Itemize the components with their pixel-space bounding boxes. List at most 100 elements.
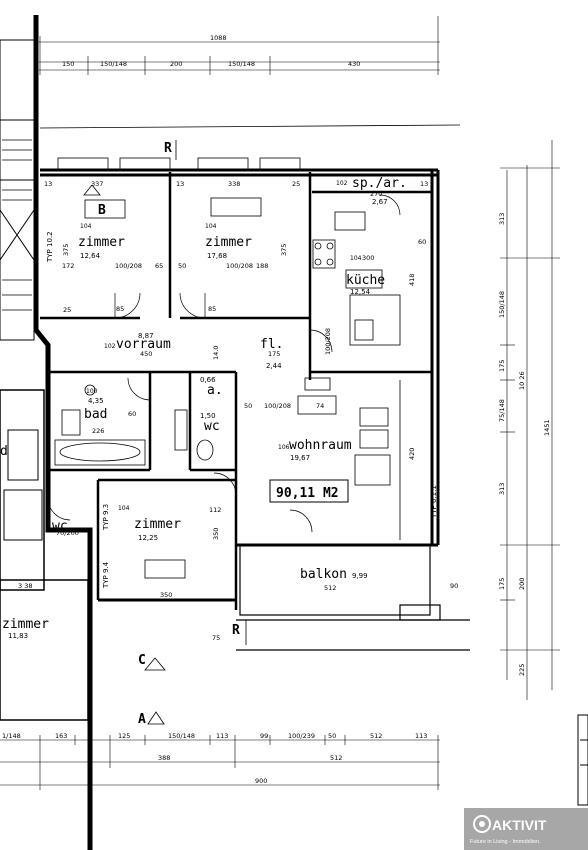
- windows-top: [39, 124, 461, 171]
- dimension-lines-right: [500, 140, 560, 700]
- dim-74: 74: [316, 402, 324, 410]
- dim-112: 112: [209, 506, 221, 514]
- dim-75: 75: [212, 634, 220, 642]
- dim-418: 418: [408, 274, 416, 286]
- dim-right-6: 175: [498, 578, 506, 590]
- dim-512: 512: [324, 584, 336, 592]
- room-id-zimmer-mid: 104: [205, 223, 217, 230]
- type-label-1: TYP 10.2: [46, 231, 54, 263]
- dim-100-208d: 100/208: [264, 402, 291, 410]
- dim-50: 50: [178, 262, 186, 270]
- dim-100-208b: 100/208: [226, 262, 253, 270]
- room-name-sp-ar: sp./ar.: [352, 176, 407, 191]
- dim-25: 25: [63, 306, 71, 314]
- dim-bot-7: 100/239: [288, 732, 315, 740]
- dim-right-total: 10 26: [518, 371, 526, 390]
- section-mark-b: B: [98, 203, 106, 218]
- dim-top-5: 430: [348, 60, 360, 68]
- staircase: [2, 139, 32, 311]
- dim-100-208a: 100/208: [115, 262, 142, 270]
- dim-70-200: 70/200: [56, 529, 79, 537]
- dim-bot-row2-2: 512: [330, 754, 342, 762]
- room-name-fl: fl.: [260, 337, 283, 352]
- room-name-wc-left: wc: [52, 519, 68, 534]
- dim-bot-4: 150/148: [168, 732, 195, 740]
- room-name-zimmer-left: zimmer: [78, 235, 125, 250]
- section-mark-c: C: [138, 653, 146, 668]
- section-mark-r-top: R: [164, 141, 172, 156]
- dim-inner-338: 338: [228, 180, 240, 188]
- room-id-bad: 100: [86, 388, 98, 395]
- dim-bot-10: 113: [415, 732, 427, 740]
- dim-inner-337: 337: [91, 180, 103, 188]
- dim-inner-13c: 13: [420, 180, 428, 188]
- dim-375a: 375: [62, 244, 70, 256]
- dim-top-1: 150: [62, 60, 74, 68]
- room-name-wohnraum: wohnraum: [289, 438, 352, 453]
- room-area-fl: 2,44: [266, 362, 282, 370]
- watermark-brand: AKTIVIT: [492, 817, 547, 833]
- dim-375b: 375: [280, 244, 288, 256]
- room-area-a: 0,66: [200, 376, 216, 384]
- total-area-box: [269, 479, 349, 503]
- room-area-balkon: 9,99: [352, 572, 368, 580]
- bathroom-fittings: [54, 384, 214, 466]
- dim-inner-25: 25: [292, 180, 300, 188]
- section-markers: [83, 140, 247, 725]
- bedroom-furniture: [84, 197, 262, 579]
- kitchen-fittings: [312, 211, 401, 346]
- dim-inner-13a: 13: [44, 180, 52, 188]
- room-id-sp-ar: 102: [336, 180, 348, 187]
- watermark-bg: [464, 808, 588, 850]
- dim-right-8: 225: [518, 664, 526, 676]
- room-name-zimmer-bottom: zimmer: [134, 517, 181, 532]
- room-area-zimmer-far: 11,83: [8, 632, 28, 640]
- dim-top-3: 200: [170, 60, 182, 68]
- room-name-zimmer-mid: zimmer: [205, 235, 252, 250]
- room-id-vorraum: 102: [104, 343, 116, 350]
- room-area-zimmer-bottom: 12,25: [138, 534, 158, 542]
- room-area-sp-ar: 2,67: [372, 198, 388, 206]
- dim-bot-9: 512: [370, 732, 382, 740]
- dim-50b: 50: [244, 402, 252, 410]
- room-area-kueche: 12,54: [350, 288, 371, 296]
- room-area-zimmer-left: 12,64: [80, 252, 101, 260]
- dim-60b: 60: [128, 410, 136, 418]
- room-area-vorraum: 8,87: [138, 332, 154, 340]
- dimension-lines-bottom: [0, 735, 440, 790]
- dim-bot-5: 113: [216, 732, 228, 740]
- room-area-wohnraum: 19,67: [290, 454, 310, 462]
- dim-top-4: 150/148: [228, 60, 255, 68]
- dim-338: 3 38: [18, 582, 32, 590]
- dim-right-total2: 1451: [543, 419, 551, 436]
- dim-bot-6: 99: [260, 732, 268, 740]
- room-name-a: a.: [207, 383, 223, 398]
- dimension-lines-top: [36, 16, 440, 75]
- dim-188: 188: [256, 262, 268, 270]
- dim-right-1: 313: [498, 213, 506, 225]
- dim-right-4: 75/148: [498, 399, 506, 422]
- left-unit: [0, 39, 89, 721]
- room-area-wc: 1,50: [200, 412, 216, 420]
- dim-65: 65: [155, 262, 163, 270]
- room-name-bad: bad: [84, 407, 107, 422]
- section-mark-a: A: [138, 712, 146, 727]
- dim-85b: 85: [208, 305, 216, 313]
- total-area: 90,11 M2: [276, 486, 339, 501]
- dim-right-3: 175: [498, 360, 506, 372]
- dim-420: 420: [408, 448, 416, 460]
- type-label-4: TYP 6.1.1: [430, 485, 438, 519]
- dim-top-2: 150/148: [100, 60, 127, 68]
- dim-60: 60: [418, 238, 426, 246]
- dim-140: 14.0: [212, 346, 220, 360]
- dim-85a: 85: [116, 305, 124, 313]
- dim-overall-top: 1088: [210, 34, 227, 42]
- dim-inner-270: 270: [370, 190, 382, 198]
- watermark: AKTIVIT Future in Living - Immobilien.: [464, 808, 588, 850]
- dim-right-7: 200: [518, 578, 526, 590]
- type-label-3: TYP 9.4: [102, 561, 110, 589]
- dim-right-2: 150/148: [498, 291, 506, 318]
- dim-300: 300: [362, 254, 374, 262]
- dim-bot-3: 125: [118, 732, 130, 740]
